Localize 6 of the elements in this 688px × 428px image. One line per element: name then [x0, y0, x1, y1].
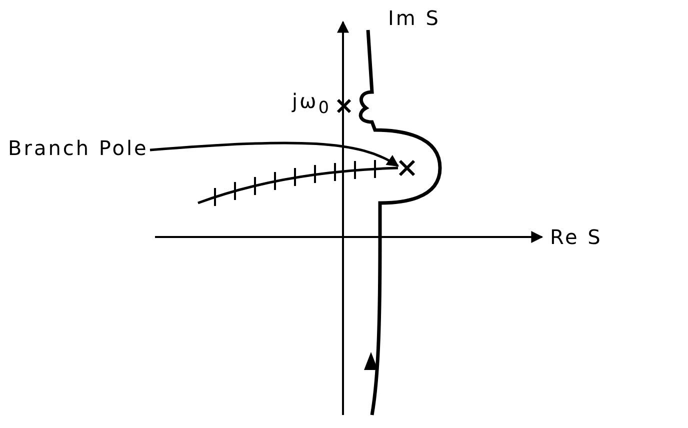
axis-label: Re S [550, 227, 602, 247]
axis-label: Im S [388, 8, 440, 28]
pole-cross-mark [398, 160, 416, 176]
leader-line [150, 142, 400, 168]
pole-label: jω$_{0}$ [292, 91, 331, 117]
callout-label: Branch Pole [8, 138, 148, 158]
